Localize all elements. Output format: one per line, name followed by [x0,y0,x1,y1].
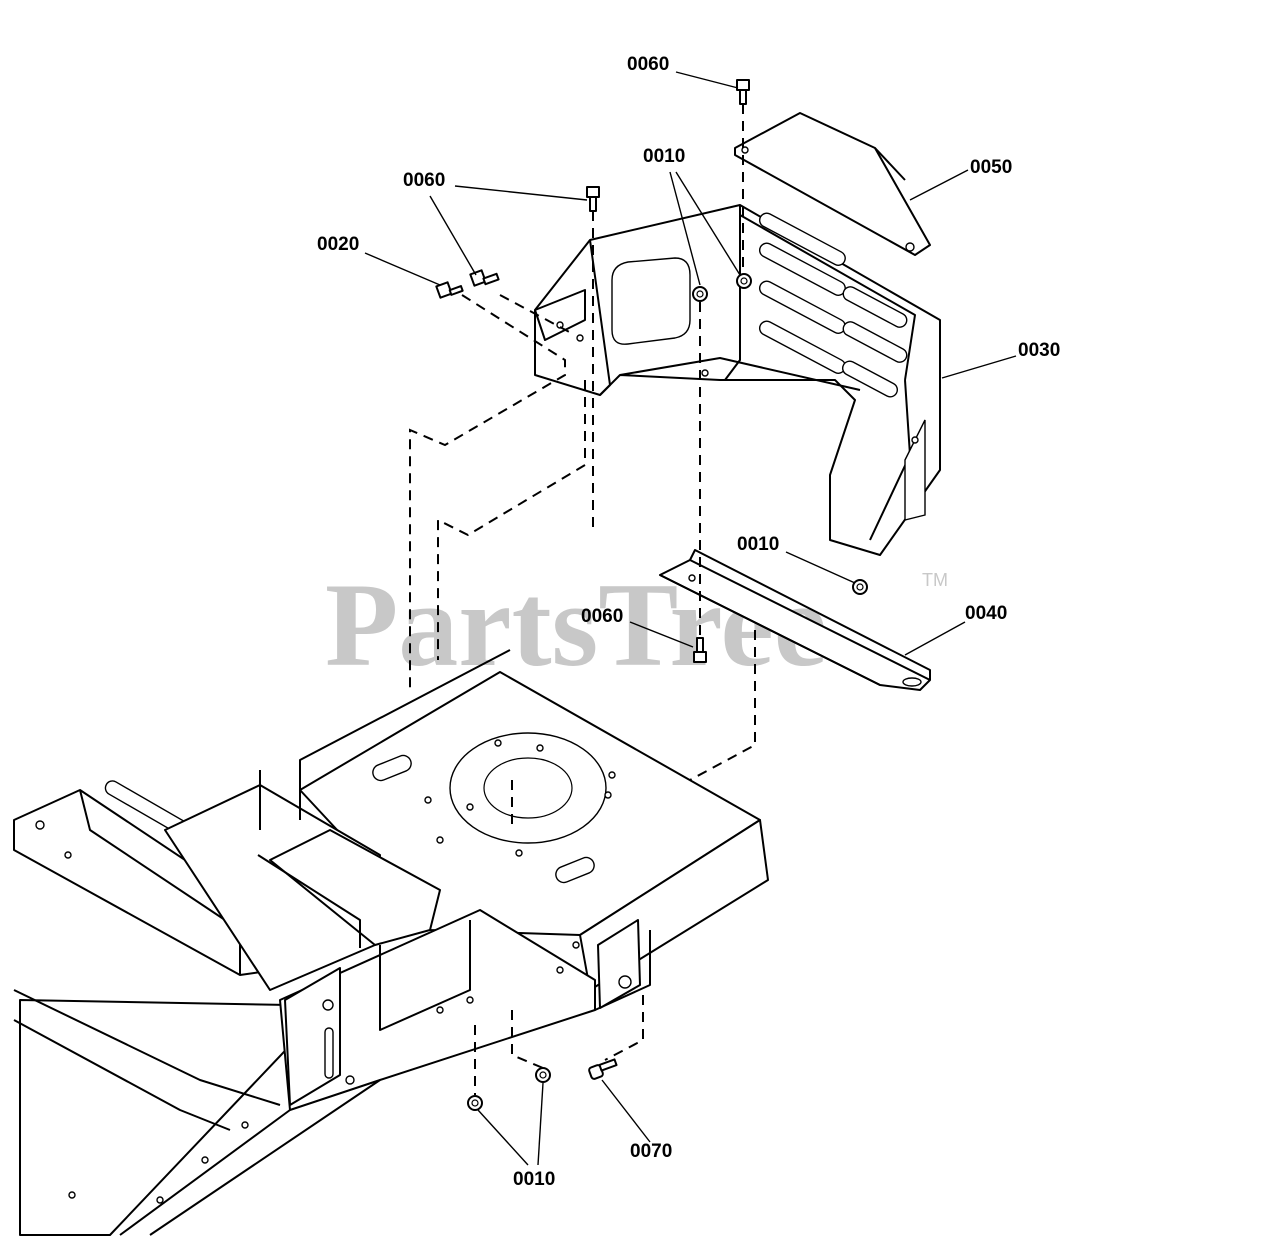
top-plate [734,112,931,256]
guard-window [611,257,691,345]
callout-0010-top: 0010 [643,146,685,167]
part-0040-bracket [659,549,931,691]
frame-round-opening [449,732,607,844]
leader-lines [364,71,1017,1166]
callout-0060-bottom: 0060 [581,606,623,627]
nut-icon [467,1095,483,1111]
pin-icon [588,1058,618,1080]
callout-0040: 0040 [965,603,1007,624]
bolt-icon [469,269,500,287]
callout-0060-top: 0060 [627,54,669,75]
bolt-icon [435,281,464,299]
callout-0010-mid: 0010 [737,534,779,555]
callout-0010-bottom: 0010 [513,1169,555,1190]
bolt-icon [586,186,600,212]
watermark-brand: PartsTree [325,558,827,691]
bolt-icon [693,637,707,663]
callout-0030: 0030 [1018,340,1060,361]
callout-0070: 0070 [630,1141,672,1162]
guard-left-flange [534,289,586,341]
bolt-icon [736,79,750,105]
nut-icon [535,1067,551,1083]
callout-0050: 0050 [970,157,1012,178]
callout-0060-left: 0060 [403,170,445,191]
assembly-lines [409,104,756,1095]
nut-icon [852,579,868,595]
nut-icon [736,273,752,289]
guard-slots [758,212,908,398]
part-0050-plate [734,112,931,256]
frame-slot-left [372,754,412,782]
frame-inner-box [269,829,441,946]
nut-icon [692,286,708,302]
frame-lower-rail [19,999,301,1236]
watermark-trademark: TM [922,570,948,590]
hardware [435,79,868,1111]
mower-frame [13,649,769,1236]
frame-slot-right [555,856,595,884]
callout-labels: 0060 0050 0010 0060 0020 0030 0010 0060 … [317,54,1060,1190]
callout-0020: 0020 [317,234,359,255]
watermark: PartsTree TM [325,558,948,691]
part-0030-guard [534,204,941,556]
